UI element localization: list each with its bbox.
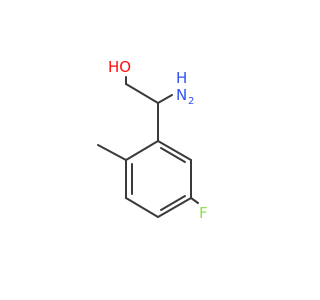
structure-diagram: HO H N 2 F — [97, 58, 208, 222]
ring-bond — [157, 197, 192, 218]
ring-bond — [125, 140, 159, 161]
aromatic-double-bond — [160, 147, 186, 163]
aromatic-double-bond — [160, 195, 186, 211]
fluorine-label: F — [199, 204, 208, 222]
ring-bond — [157, 140, 192, 161]
side-chain-bond — [125, 83, 159, 104]
amino-subscript: 2 — [188, 96, 194, 107]
ring-bond — [125, 197, 159, 218]
methyl-bond — [97, 144, 127, 161]
fluoro-bond — [190, 197, 199, 204]
amino-bond — [157, 94, 173, 104]
amino-n-label: N — [176, 86, 187, 104]
hydroxyl-label: HO — [108, 58, 131, 76]
amino-h-label: H — [176, 69, 187, 87]
